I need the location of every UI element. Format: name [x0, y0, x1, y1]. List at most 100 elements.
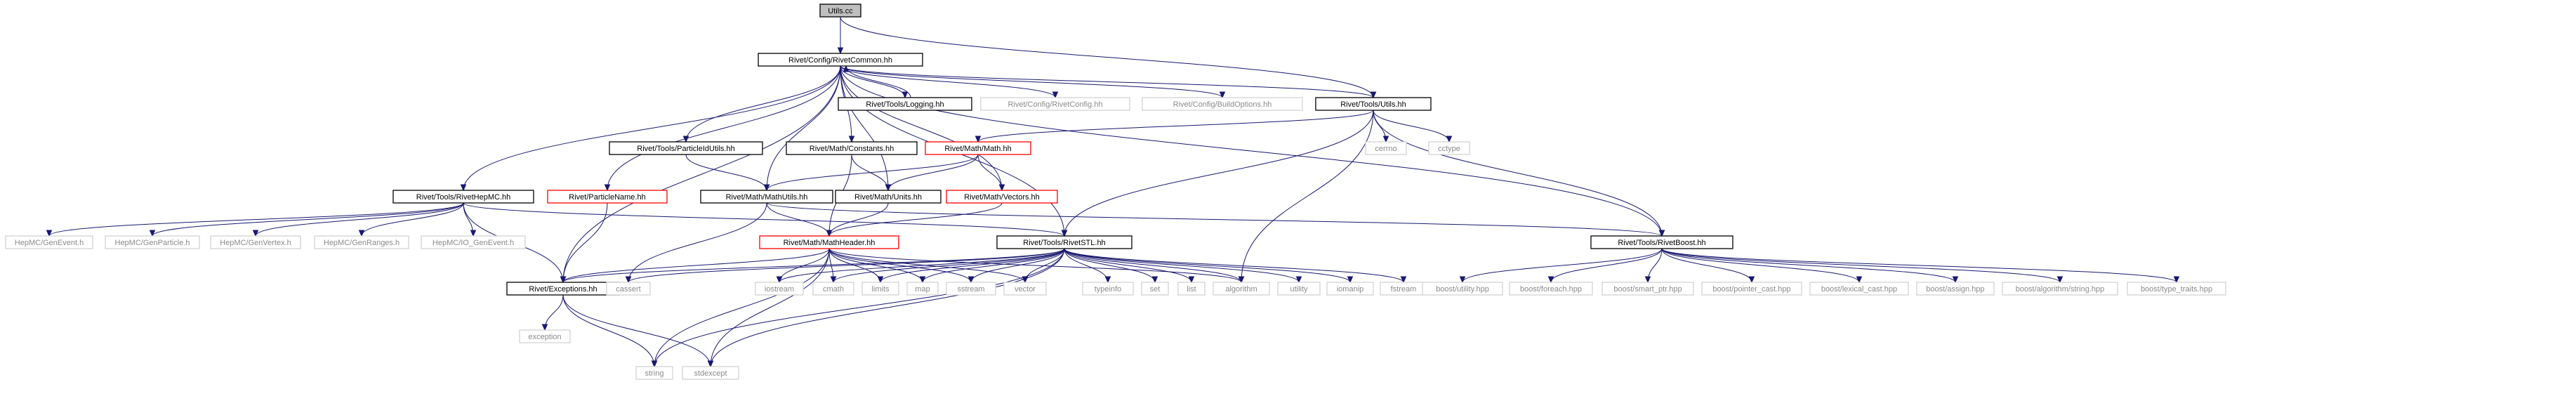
node-label: Rivet/ParticleName.hh	[569, 193, 645, 202]
node-label: Rivet/Math/Math.hh	[944, 145, 1011, 153]
node-utils-cc[interactable]: Utils.cc	[819, 4, 861, 18]
node-rivet-common[interactable]: Rivet/Config/RivetCommon.hh	[758, 53, 923, 67]
node-box	[812, 282, 854, 296]
node-stdexcept[interactable]: stdexcept	[682, 366, 739, 380]
edge-rivet_common-to-particle_name	[604, 65, 841, 192]
node-label: cerrno	[1375, 145, 1396, 153]
edge-math_math-to-math_utils	[763, 154, 979, 192]
node-rivet-stl[interactable]: Rivet/Tools/RivetSTL.hh	[996, 235, 1132, 249]
node-logging[interactable]: Rivet/Tools/Logging.hh	[838, 97, 972, 111]
node-genparticle[interactable]: HepMC/GenParticle.h	[105, 235, 200, 249]
edge-rivet_hepmc-to-genevent	[46, 202, 464, 237]
node-label: Rivet/Tools/RivetSTL.hh	[1023, 239, 1105, 247]
node-genranges[interactable]: HepMC/GenRanges.h	[314, 235, 409, 249]
node-exception[interactable]: exception	[519, 329, 571, 343]
node-math-math[interactable]: Rivet/Math/Math.hh	[925, 141, 1031, 155]
node-box	[1701, 282, 1802, 296]
node-boost-type-traits[interactable]: boost/type_traits.hpp	[2127, 282, 2226, 296]
node-label: Rivet/Config/RivetCommon.hh	[788, 56, 892, 65]
node-io-genevent[interactable]: HepMC/IO_GenEvent.h	[421, 235, 526, 249]
node-box	[392, 190, 534, 204]
node-cassert[interactable]: cassert	[606, 282, 651, 296]
edge-rivet_common-to-math_utils	[763, 65, 841, 192]
node-exceptions[interactable]: Rivet/Exceptions.hh	[506, 282, 620, 296]
node-constants[interactable]: Rivet/Math/Constants.hh	[786, 141, 918, 155]
node-list[interactable]: list	[1177, 282, 1206, 296]
edge-rivet_stl-to-list	[1064, 248, 1195, 284]
node-cerrno[interactable]: cerrno	[1365, 141, 1407, 155]
node-box	[1509, 282, 1593, 296]
node-particleid-utils[interactable]: Rivet/Tools/ParticleIdUtils.hh	[609, 141, 763, 155]
node-box	[786, 141, 918, 155]
node-box	[314, 235, 409, 249]
edge-rivet_boost-to-boost_pointer_cast	[1661, 248, 1755, 284]
node-boost-smart-ptr[interactable]: boost/smart_ptr.hpp	[1601, 282, 1694, 296]
node-tools-utils[interactable]: Rivet/Tools/Utils.hh	[1315, 97, 1432, 111]
edge-math_utils-to-cassert	[625, 202, 767, 284]
node-rivet-config[interactable]: Rivet/Config/RivetConfig.hh	[980, 97, 1130, 111]
node-math-utils[interactable]: Rivet/Math/MathUtils.hh	[700, 190, 833, 204]
node-label: boost/type_traits.hpp	[2141, 285, 2212, 294]
node-boost-algo-string[interactable]: boost/algorithm/string.hpp	[2002, 282, 2118, 296]
node-genevent[interactable]: HepMC/GenEvent.h	[5, 235, 93, 249]
node-boost-utility[interactable]: boost/utility.hpp	[1422, 282, 1503, 296]
node-label: boost/lexical_cast.hpp	[1821, 285, 1897, 294]
node-iomanip[interactable]: iomanip	[1326, 282, 1374, 296]
edge-rivet_stl-to-iomanip	[1064, 248, 1354, 284]
edge-tools_utils-to-rivet_boost	[1373, 110, 1665, 237]
node-boost-foreach[interactable]: boost/foreach.hpp	[1509, 282, 1593, 296]
node-boost-assign[interactable]: boost/assign.hpp	[1916, 282, 1995, 296]
node-label: HepMC/GenRanges.h	[324, 239, 399, 247]
node-box	[700, 190, 833, 204]
node-label: boost/foreach.hpp	[1520, 285, 1582, 294]
edge-rivet_stl-to-typeinfo	[1064, 248, 1111, 284]
node-units[interactable]: Rivet/Math/Units.hh	[835, 190, 942, 204]
node-rivet-hepmc[interactable]: Rivet/Tools/RivetHepMC.hh	[392, 190, 534, 204]
node-genvertex[interactable]: HepMC/GenVertex.h	[210, 235, 301, 249]
edge-tools_utils-to-algorithm	[1238, 110, 1374, 284]
node-cmath[interactable]: cmath	[812, 282, 854, 296]
node-typeinfo[interactable]: typeinfo	[1082, 282, 1134, 296]
node-cctype[interactable]: cctype	[1428, 141, 1470, 155]
node-box	[946, 282, 996, 296]
node-boost-pointer-cast[interactable]: boost/pointer_cast.hpp	[1701, 282, 1802, 296]
node-box	[1428, 141, 1470, 155]
node-box	[606, 282, 651, 296]
node-rivet-boost[interactable]: Rivet/Tools/RivetBoost.hh	[1590, 235, 1733, 249]
node-box	[758, 53, 923, 67]
node-label: Utils.cc	[828, 7, 853, 15]
edge-exceptions-to-exception	[541, 294, 564, 331]
node-label: boost/utility.hpp	[1436, 285, 1489, 294]
edge-rivet_stl-to-stdexcept	[707, 248, 1065, 368]
node-build-options[interactable]: Rivet/Config/BuildOptions.hh	[1142, 97, 1303, 111]
node-set[interactable]: set	[1141, 282, 1169, 296]
node-map[interactable]: map	[906, 282, 939, 296]
node-utility[interactable]: utility	[1277, 282, 1321, 296]
edge-rivet_hepmc-to-genparticle	[149, 202, 464, 237]
edge-rivet_stl-to-limits	[877, 248, 1065, 284]
node-box	[421, 235, 526, 249]
node-box	[519, 329, 571, 343]
edge-rivet_boost-to-boost_foreach	[1547, 248, 1663, 284]
node-box	[1141, 282, 1169, 296]
node-label: HepMC/GenEvent.h	[15, 239, 84, 247]
node-string[interactable]: string	[635, 366, 673, 380]
node-box	[1365, 141, 1407, 155]
node-particle-name[interactable]: Rivet/ParticleName.hh	[547, 190, 668, 204]
node-box	[682, 366, 739, 380]
node-vector[interactable]: vector	[1003, 282, 1047, 296]
node-vectors[interactable]: Rivet/Math/Vectors.hh	[946, 190, 1058, 204]
node-sstream[interactable]: sstream	[946, 282, 996, 296]
node-label: Rivet/Math/MathUtils.hh	[726, 193, 808, 202]
edge-math_math-to-units	[885, 154, 979, 192]
node-limits[interactable]: limits	[861, 282, 899, 296]
node-label: Rivet/Math/MathHeader.hh	[784, 239, 876, 247]
node-iostream[interactable]: iostream	[755, 282, 804, 296]
node-algorithm[interactable]: algorithm	[1213, 282, 1270, 296]
node-math-header[interactable]: Rivet/Math/MathHeader.hh	[759, 235, 899, 249]
edge-rivet_hepmc-to-rivet_stl	[463, 202, 1068, 237]
node-fstream[interactable]: fstream	[1380, 282, 1427, 296]
node-boost-lexical-cast[interactable]: boost/lexical_cast.hpp	[1809, 282, 1909, 296]
node-label: stdexcept	[694, 369, 727, 378]
node-box	[1422, 282, 1503, 296]
